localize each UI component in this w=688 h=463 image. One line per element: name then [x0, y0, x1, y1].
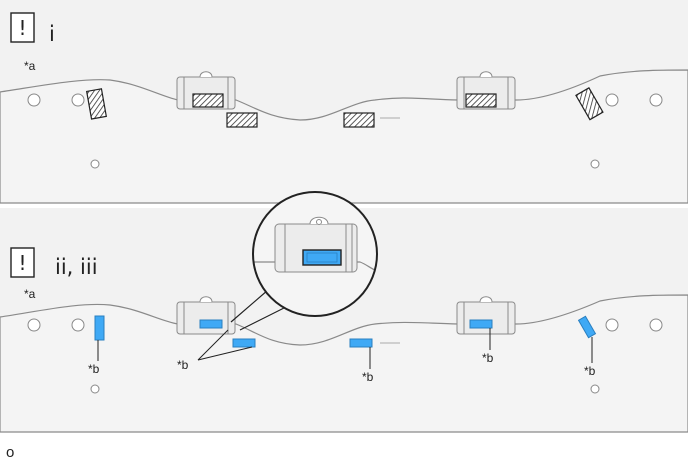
blue-clip	[94, 315, 105, 341]
callout-b: *b	[88, 362, 100, 376]
bottom-mount-hole	[71, 318, 85, 332]
callout-b: *b	[177, 358, 189, 372]
leader-line	[197, 329, 229, 361]
zoom-detail	[230, 191, 378, 331]
leader-line	[197, 346, 253, 361]
bottom-small-hole	[90, 384, 100, 394]
top-tape-area	[575, 87, 604, 121]
top-caution-box	[10, 12, 35, 43]
bottom-mount-hole	[605, 318, 619, 332]
bottom-callout-a: *a	[24, 287, 36, 301]
bottom-panel: ! ii, iii *a	[0, 191, 688, 433]
bottom-caution-mark: !	[18, 251, 26, 275]
zoom-blue-clip	[302, 249, 342, 266]
blue-clip	[349, 338, 373, 348]
top-caution-mark: !	[18, 16, 26, 40]
bottom-caution-box	[10, 247, 35, 278]
footer-code: o	[6, 444, 14, 461]
callout-b: *b	[584, 364, 596, 378]
top-small-hole	[90, 159, 100, 169]
top-mount-hole	[27, 93, 41, 107]
top-step-label: i	[49, 22, 55, 46]
blue-clip	[199, 319, 223, 329]
top-panel: ! i *a	[0, 0, 688, 204]
callout-b: *b	[362, 370, 374, 384]
bottom-small-hole	[590, 384, 600, 394]
top-mount-hole	[71, 93, 85, 107]
top-small-hole	[590, 159, 600, 169]
top-bumper-body	[0, 69, 688, 204]
top-tape-area	[85, 88, 108, 120]
top-tape-area	[465, 93, 497, 108]
top-tape-area	[192, 93, 224, 108]
top-mount-hole	[649, 93, 663, 107]
top-callout-a: *a	[24, 59, 36, 73]
blue-clip	[232, 338, 256, 348]
blue-clip	[469, 319, 493, 329]
top-tape-area	[226, 112, 258, 128]
callout-b: *b	[482, 351, 494, 365]
top-mount-hole	[605, 93, 619, 107]
blue-clip	[577, 315, 597, 339]
bottom-mount-hole	[649, 318, 663, 332]
bottom-bumper-body	[0, 294, 688, 433]
bottom-mount-hole	[27, 318, 41, 332]
top-tape-area	[343, 112, 375, 128]
bottom-step-label: ii, iii	[55, 255, 98, 279]
